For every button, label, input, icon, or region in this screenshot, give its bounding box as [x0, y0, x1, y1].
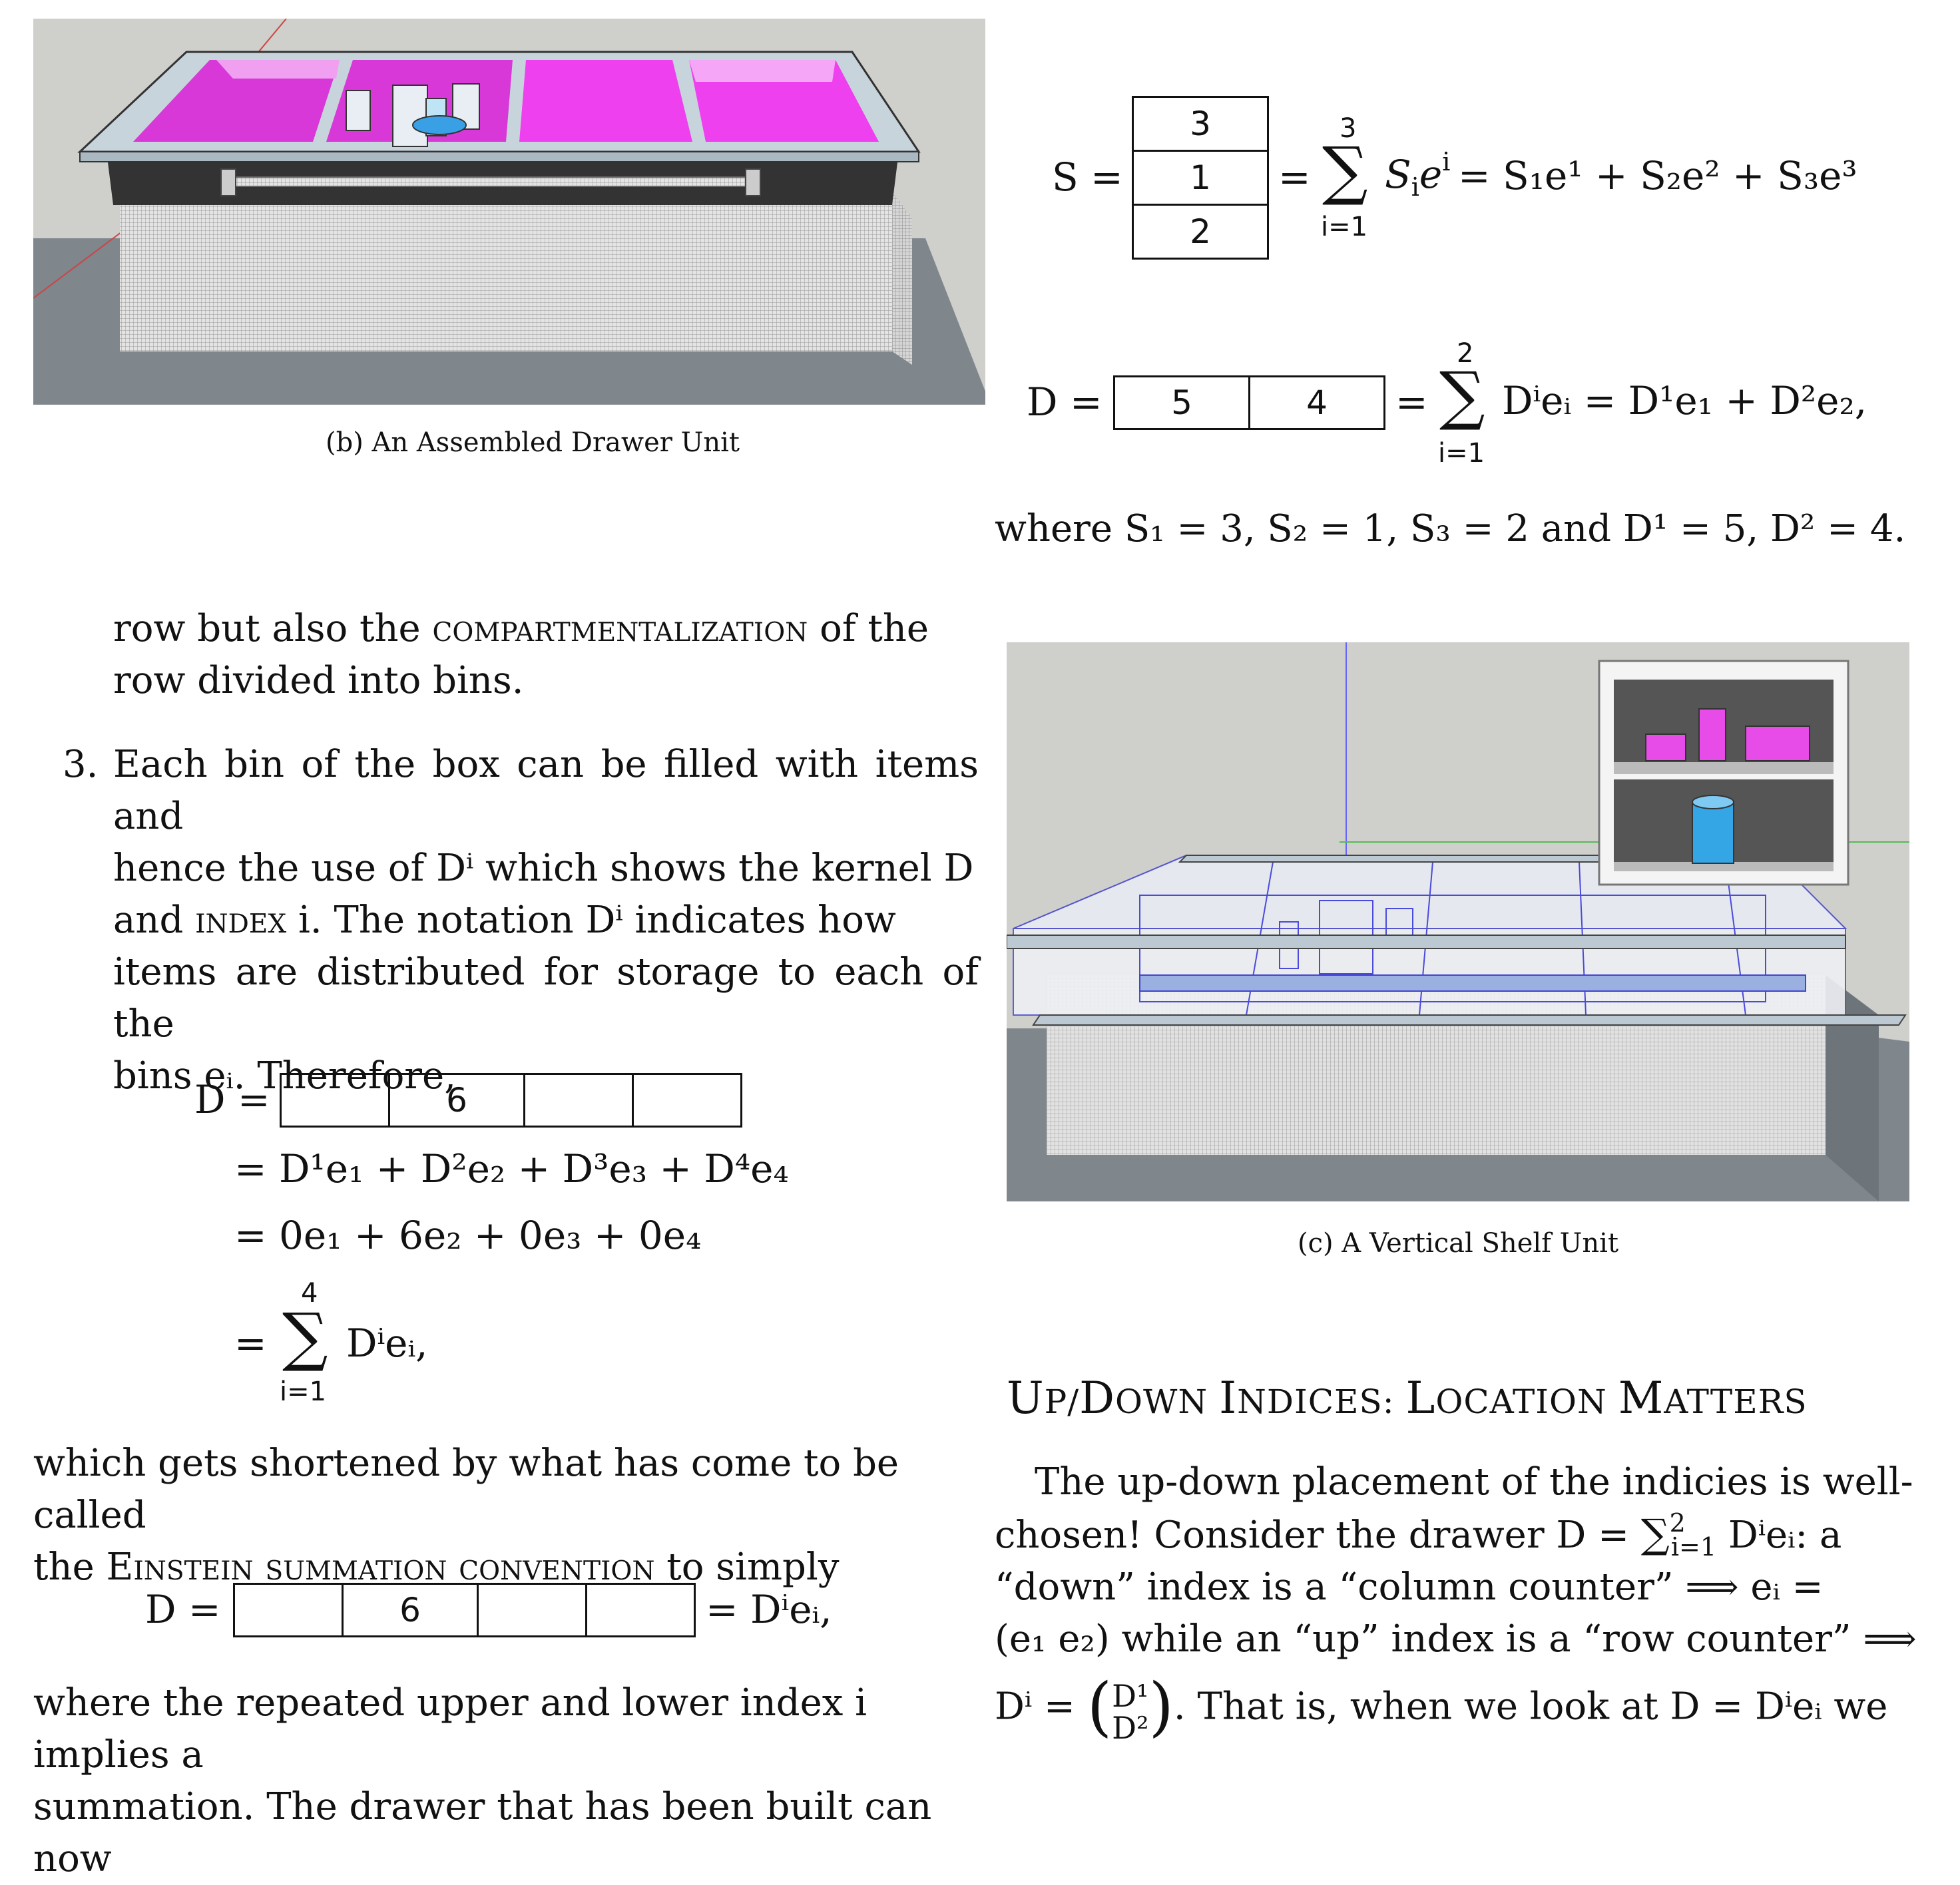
eq-d4-cell-1 — [280, 1073, 390, 1128]
eq-s-cell-3: 2 — [1132, 204, 1269, 260]
eq-d-expansion: Dⁱeᵢ = D¹e₁ + D²e₂, — [1502, 378, 1867, 423]
eq-d4-line-4-rhs: Dⁱeᵢ, — [346, 1321, 428, 1366]
section-line-1: The up-down placement of the indicies is… — [1035, 1460, 1913, 1504]
section-para: The up-down placement of the indicies is… — [995, 1456, 1920, 1744]
eq-d4-line-3: = 0e₁ + 6e₂ + 0e₃ + 0e₄ — [234, 1213, 702, 1258]
eq-s-cell-2: 1 — [1132, 150, 1269, 206]
eq-d4-sum-upper: 4 — [301, 1278, 318, 1309]
eq-d-sigma: ∑ — [1439, 358, 1485, 433]
eq-d4-cell-2: 6 — [388, 1073, 525, 1128]
eq-d5-lhs: D = — [145, 1587, 221, 1632]
eq-d4-line-2: = D¹e₁ + D²e₂ + D³e₃ + D⁴e₄ — [234, 1146, 789, 1191]
eq-s-sigma: ∑ — [1322, 133, 1368, 208]
eq-s-cell-1: 3 — [1132, 96, 1269, 152]
eq-s-lhs: S = — [1052, 154, 1123, 200]
list-item-3-number: 3. — [63, 743, 99, 786]
where-line: where S₁ = 3, S₂ = 1, S₃ = 2 and D¹ = 5,… — [995, 507, 1906, 550]
figure-b-caption: (b) An Assembled Drawer Unit — [326, 427, 740, 458]
eq-d5-cell-1 — [233, 1583, 344, 1637]
eq-d5-rhs: = Dⁱeᵢ, — [706, 1587, 832, 1632]
list-item-3: Each bin of the box can be filled with i… — [113, 743, 979, 1098]
eq-s-sum-upper: 3 — [1340, 113, 1357, 144]
eq-d-cell-2: 4 — [1248, 375, 1385, 430]
drawer-unit-illustration — [33, 19, 985, 405]
eq-d4-sum-lower: i=1 — [280, 1376, 327, 1407]
section-line-3: “down” index is a “column counter” ⟹ eᵢ … — [995, 1566, 1824, 1609]
eq-d4-cell-3 — [523, 1073, 634, 1128]
eq-d-equals: = — [1395, 379, 1428, 425]
eq-s-sum-lower: i=1 — [1321, 212, 1368, 242]
section-heading: Up/Down Indices: Location Matters — [1007, 1372, 1808, 1424]
eq-d5-cell-3 — [477, 1583, 587, 1637]
eq-d-sum-lower: i=1 — [1438, 438, 1485, 469]
eq-s-term: Siei — [1385, 147, 1451, 202]
eq-d4-lhs: D = — [194, 1077, 270, 1122]
eq-d-sum-upper: 2 — [1457, 338, 1474, 369]
einstein-para: which gets shortened by what has come to… — [33, 1442, 899, 1589]
eq-d4-line-4-equals: = — [234, 1321, 267, 1366]
eq-d4-cell-4 — [632, 1073, 742, 1128]
figure-drawer-unit — [33, 19, 985, 405]
eq-s-equals: = — [1278, 154, 1311, 200]
left-para-1: row but also the compartmentalization of… — [113, 607, 929, 702]
eq-d4-sigma: ∑ — [282, 1299, 328, 1374]
eq-d-cell-1: 5 — [1113, 375, 1250, 430]
section-line-4: (e₁ e₂) while an “up” index is a “row co… — [995, 1617, 1917, 1661]
figure-shelf-unit — [1007, 642, 1909, 1201]
figure-c-caption: (c) A Vertical Shelf Unit — [1297, 1228, 1619, 1259]
eq-d5-cell-4 — [585, 1583, 696, 1637]
shelf-unit-illustration — [1007, 642, 1909, 1201]
section-line-2: chosen! Consider the drawer D = ∑2i=1 Dⁱ… — [995, 1508, 1842, 1562]
eq-s-expansion: = S₁e¹ + S₂e² + S₃e³ — [1458, 153, 1857, 198]
closing-para: where the repeated upper and lower index… — [33, 1681, 932, 1880]
eq-d-lhs: D = — [1027, 379, 1102, 425]
eq-d5-cell-2: 6 — [342, 1583, 479, 1637]
